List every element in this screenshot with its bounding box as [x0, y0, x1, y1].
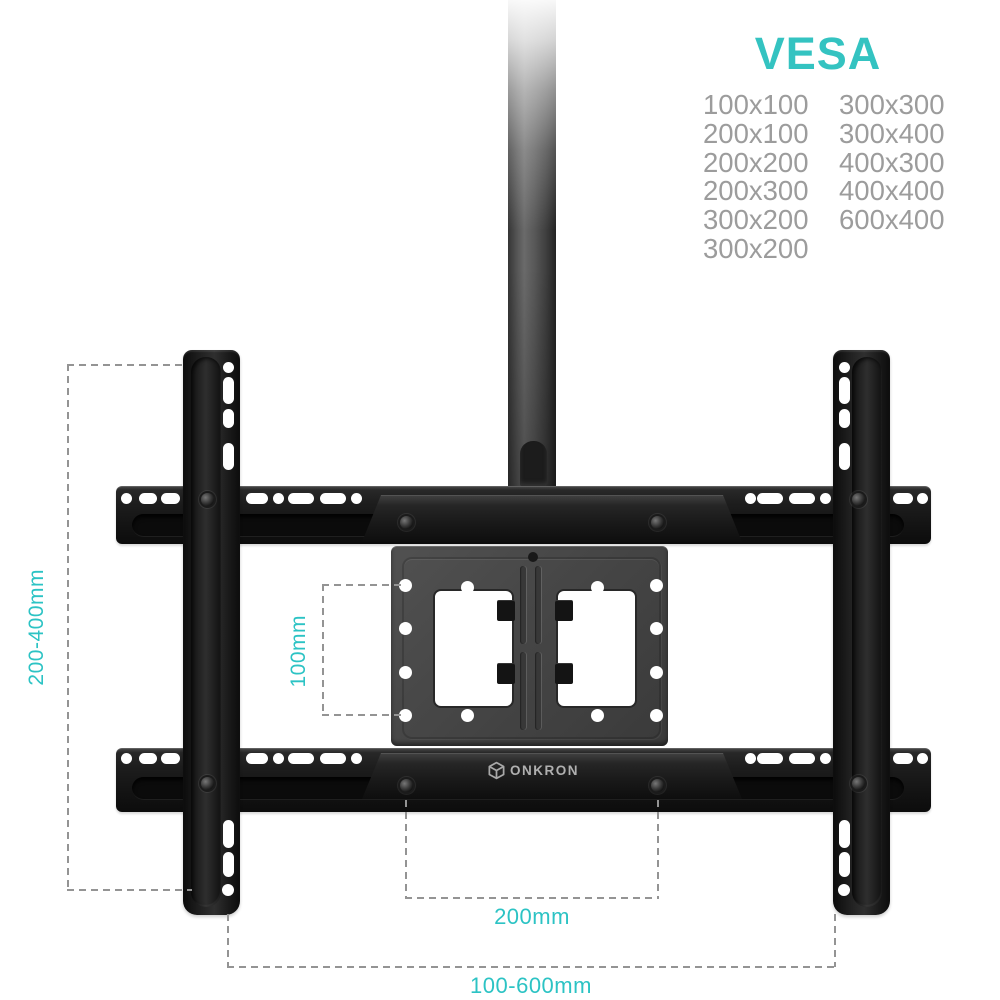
- vesa-size: 400x300: [839, 146, 945, 178]
- vesa-hole-width-label: 200mm: [494, 904, 570, 929]
- width-range-label: 100-600mm: [470, 973, 592, 998]
- vesa-size: 300x300: [839, 89, 945, 120]
- vesa-size: 300x400: [839, 117, 945, 149]
- screw: [400, 516, 413, 529]
- screw: [651, 779, 664, 792]
- screw: [852, 493, 865, 506]
- vesa-size: 200x200: [703, 146, 809, 178]
- vesa-title: VESA: [754, 28, 882, 79]
- vesa-size: 200x100: [703, 117, 809, 149]
- screw: [201, 777, 214, 790]
- screw: [201, 493, 214, 506]
- left-rail-channel: [191, 357, 221, 907]
- vesa-size-column-2: 300x300 300x400 400x300 400x400 600x400: [839, 89, 945, 236]
- screw: [852, 777, 865, 790]
- ceiling-pole: [508, 0, 556, 487]
- vesa-size: 300x200: [703, 204, 809, 236]
- pole-cable-slot: [520, 441, 547, 487]
- vesa-size: 400x400: [839, 175, 945, 207]
- onkron-cube-icon: [488, 761, 505, 780]
- vesa-size: 600x400: [839, 204, 945, 236]
- vesa-size: 300x200: [703, 232, 809, 264]
- right-rail-channel: [852, 357, 882, 907]
- bottom-pole-mount-plate: [362, 753, 742, 799]
- top-pole-mount-plate: [362, 495, 742, 542]
- vesa-size: 100x100: [703, 89, 809, 120]
- screw: [400, 779, 413, 792]
- vesa-size-column-1: 100x100 200x100 200x200 200x300 300x200 …: [703, 89, 809, 264]
- vesa-hole-height-label: 100mm: [287, 614, 310, 688]
- height-range-label: 200-400mm: [25, 568, 48, 686]
- vesa-size: 200x300: [703, 175, 809, 207]
- screw: [651, 516, 664, 529]
- brand-name: ONKRON: [510, 763, 579, 778]
- brand-logo: ONKRON: [487, 760, 579, 781]
